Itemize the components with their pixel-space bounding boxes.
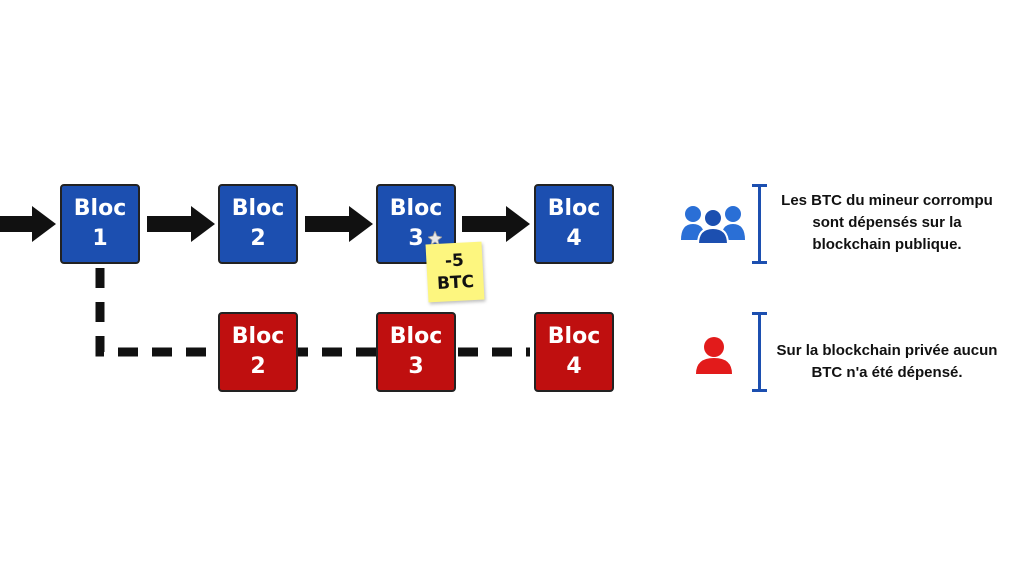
private-caption-line: Sur la blockchain privée aucun — [776, 342, 998, 359]
public-bracket — [752, 184, 769, 264]
private-bracket — [752, 312, 769, 392]
block-label: Bloc — [389, 196, 443, 221]
private-block-3: Bloc 3 — [376, 312, 456, 392]
block-number: 3 — [408, 226, 424, 251]
block-number: 3 — [408, 354, 424, 379]
block-label: Bloc — [231, 196, 285, 221]
private-caption: Sur la blockchain privée aucun BTC n'a é… — [762, 340, 1012, 384]
public-block-1: Bloc 1 — [60, 184, 140, 264]
chain-arrow-2 — [305, 206, 373, 242]
public-caption-line: sont dépensés sur la — [812, 214, 962, 231]
sticky-note-amount: -5 — [444, 250, 465, 272]
pin-icon — [428, 231, 442, 245]
sticky-note-unit: BTC — [436, 272, 475, 294]
block-label: Bloc — [389, 324, 443, 349]
public-caption-line: Les BTC du mineur corrompu — [781, 192, 993, 209]
block-label: Bloc — [73, 196, 127, 221]
chain-arrow-1 — [147, 206, 215, 242]
chain-arrow-0 — [0, 206, 56, 242]
block-number: 2 — [250, 354, 266, 379]
block-number: 4 — [566, 226, 582, 251]
public-block-2: Bloc 2 — [218, 184, 298, 264]
block-number: 1 — [92, 226, 108, 251]
public-caption-line: blockchain publique. — [812, 236, 962, 253]
public-caption: Les BTC du mineur corrompu sont dépensés… — [762, 190, 1012, 256]
block-number: 2 — [250, 226, 266, 251]
block-number: 4 — [566, 354, 582, 379]
sticky-note-spent-btc: -5 BTC — [425, 241, 485, 303]
group-users-icon — [681, 206, 745, 244]
block-label: Bloc — [547, 324, 601, 349]
private-caption-line: BTC n'a été dépensé. — [811, 364, 963, 381]
block-label: Bloc — [547, 196, 601, 221]
single-user-icon — [696, 337, 732, 374]
private-block-4: Bloc 4 — [534, 312, 614, 392]
private-block-2: Bloc 2 — [218, 312, 298, 392]
block-label: Bloc — [231, 324, 285, 349]
public-block-3: Bloc 3 — [376, 184, 456, 264]
chain-arrow-3 — [462, 206, 530, 242]
public-block-4: Bloc 4 — [534, 184, 614, 264]
